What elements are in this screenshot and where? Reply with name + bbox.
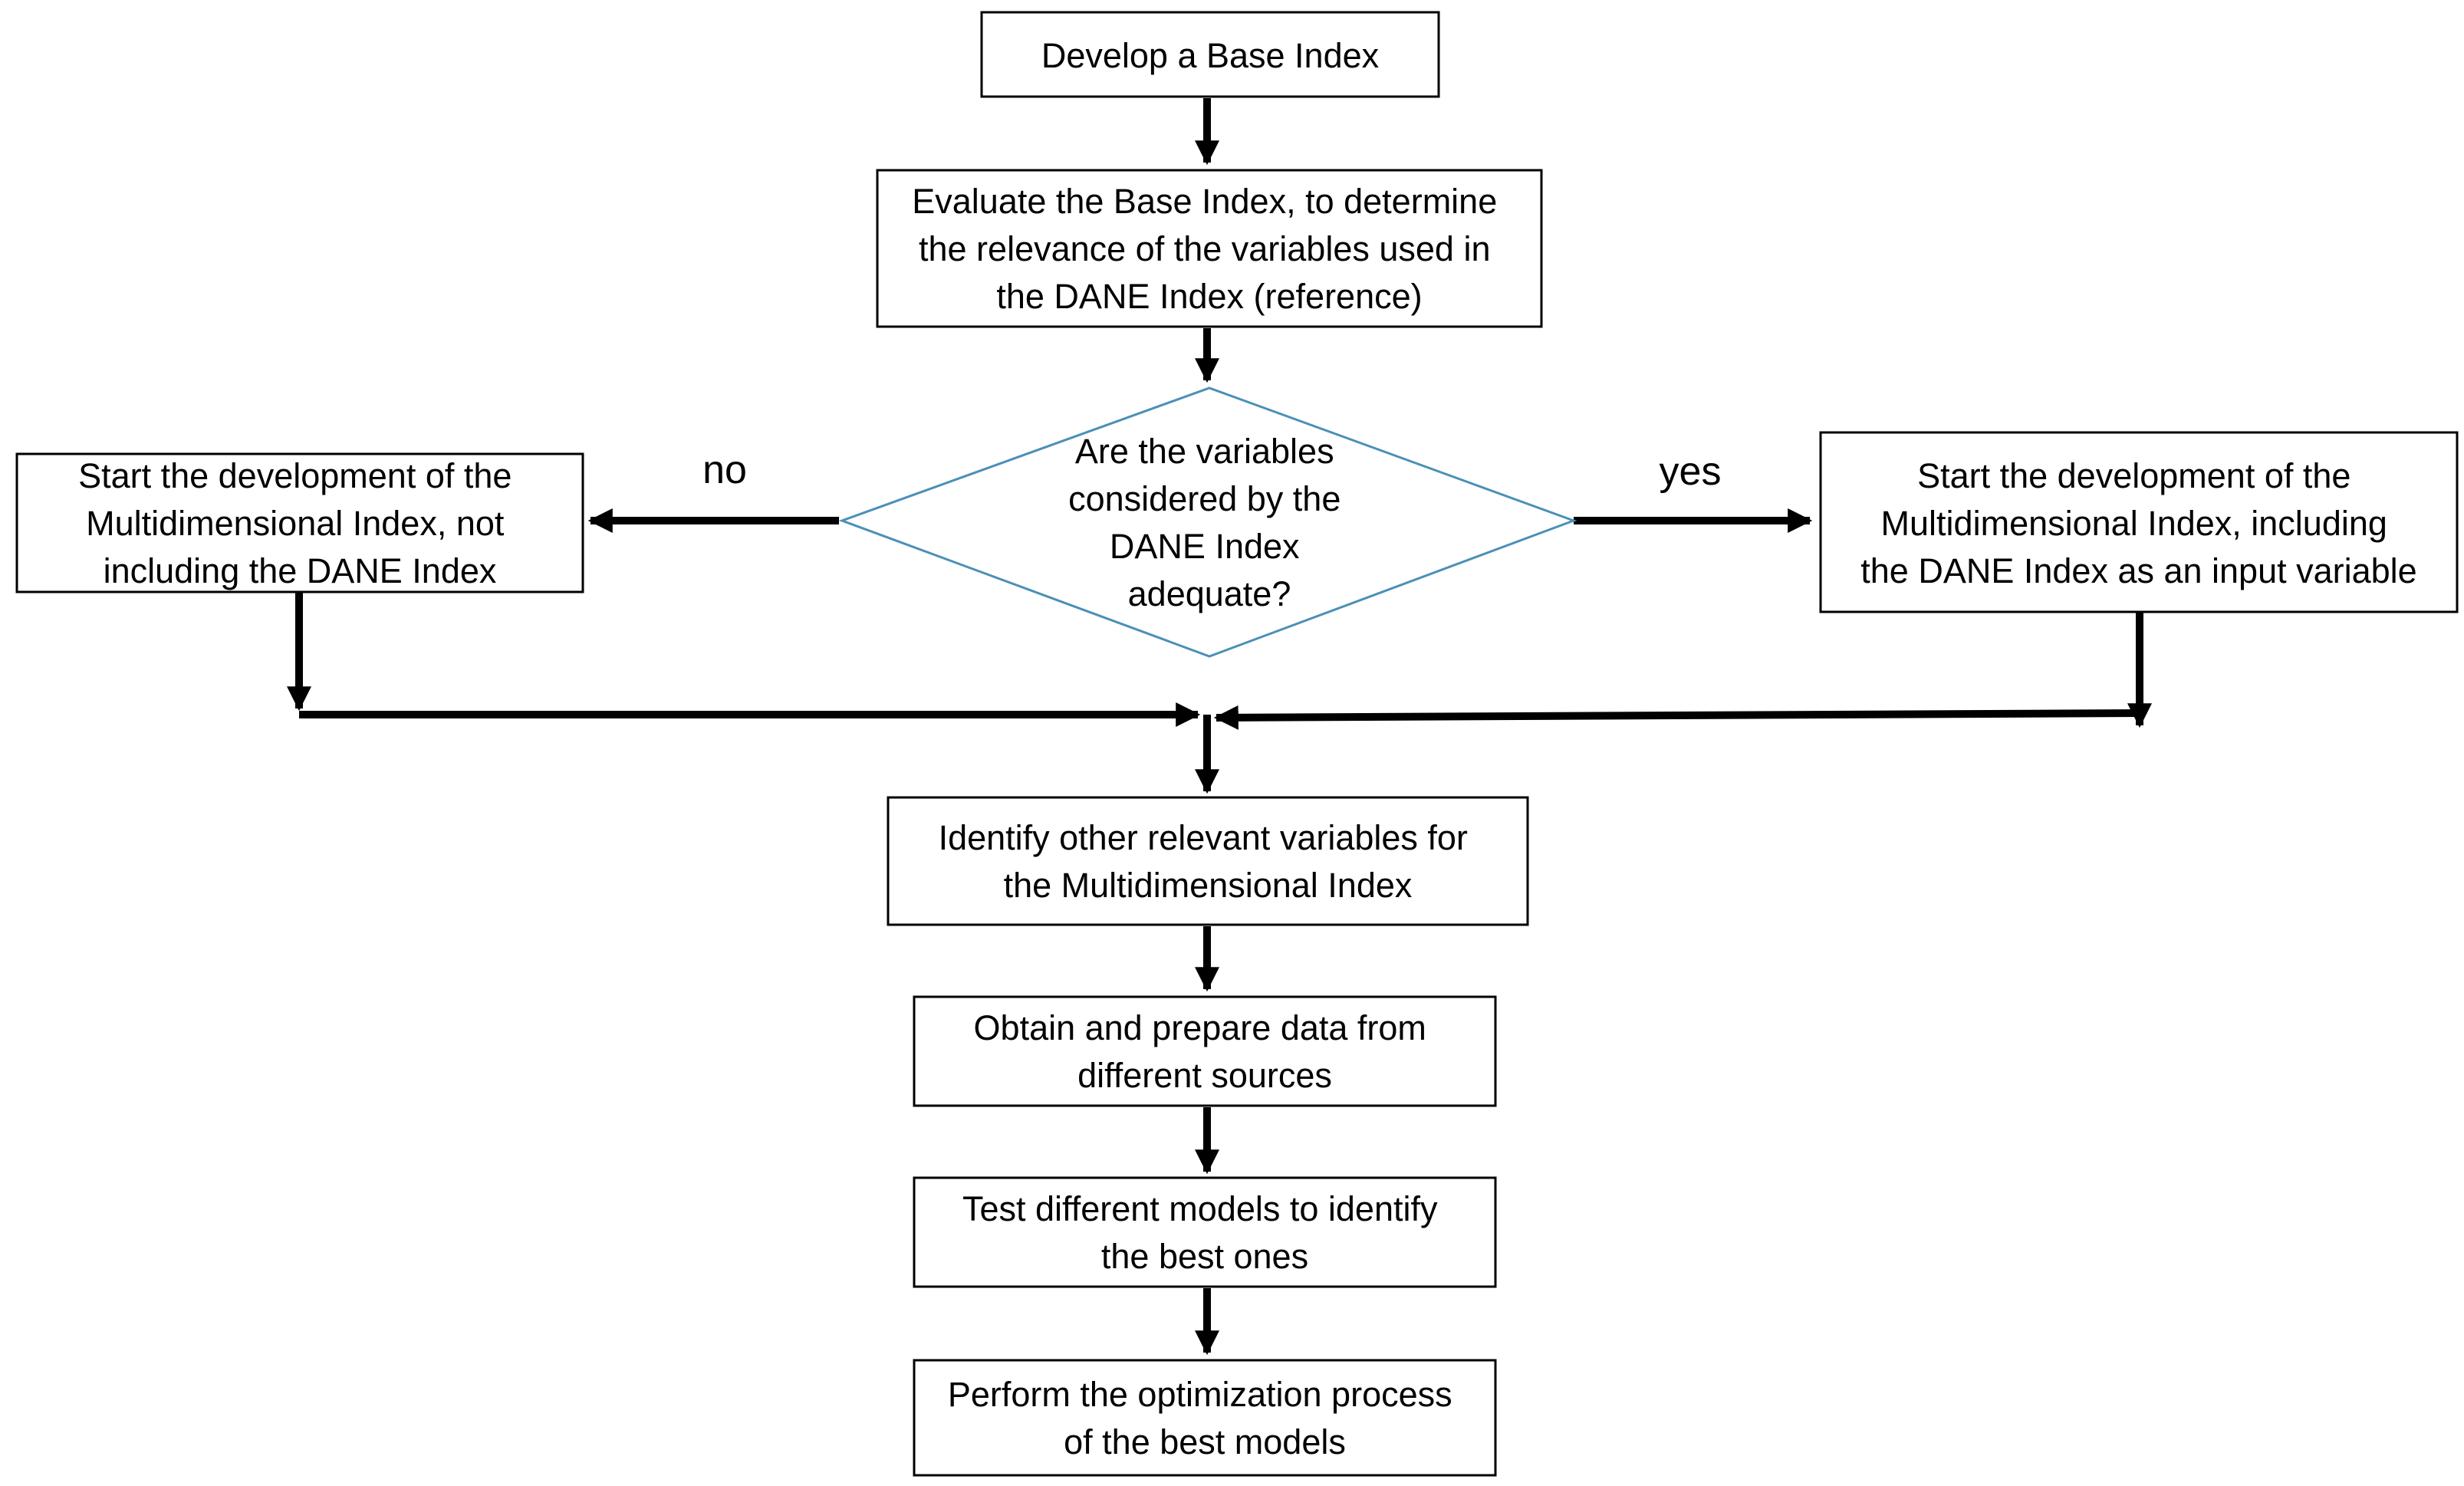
node-develop-base-index-line-1: Develop a Base Index bbox=[1041, 36, 1380, 75]
branch-label-no: no bbox=[702, 448, 747, 492]
node-start-without-dane-line-2: Multidimensional Index, not bbox=[86, 504, 505, 543]
node-test-models-text: Test different models to identify the be… bbox=[962, 1189, 1447, 1276]
node-identify-variables-line-2: the Multidimensional Index bbox=[1004, 866, 1413, 905]
node-start-with-dane-line-1: Start the development of the bbox=[1917, 456, 2351, 495]
node-decision-diamond bbox=[838, 386, 1577, 658]
node-decision: Are the variables considered by the DANE… bbox=[838, 386, 1577, 658]
node-identify-variables-line-1: Identify other relevant variables for bbox=[939, 818, 1468, 857]
node-develop-base-index-box bbox=[980, 11, 1440, 98]
node-obtain-data-line-1: Obtain and prepare data from bbox=[974, 1008, 1426, 1047]
node-evaluate-base-index-line-1: Evaluate the Base Index, to determine bbox=[912, 182, 1497, 221]
node-obtain-data-line-2: different sources bbox=[1077, 1056, 1332, 1095]
connectors bbox=[286, 98, 2153, 1356]
node-obtain-data: Obtain and prepare data from different s… bbox=[913, 995, 1497, 1107]
node-decision-line-2: considered by the bbox=[1068, 479, 1341, 518]
node-start-with-dane-box bbox=[1819, 431, 2459, 613]
node-start-without-dane-line-1: Start the development of the bbox=[78, 456, 512, 495]
node-develop-base-index: Develop a Base Index bbox=[980, 11, 1440, 98]
node-obtain-data-box bbox=[913, 995, 1497, 1107]
node-evaluate-base-index-line-2: the relevance of the variables used in bbox=[919, 229, 1490, 268]
arrow-right-merge bbox=[1213, 705, 2140, 730]
node-test-models-box bbox=[913, 1176, 1497, 1288]
node-obtain-data-text: Obtain and prepare data from different s… bbox=[974, 1008, 1436, 1095]
node-optimize: Perform the optimization process of the … bbox=[913, 1359, 1497, 1477]
branch-label-yes: yes bbox=[1660, 449, 1722, 494]
node-decision-line-4: adequate? bbox=[1128, 574, 1291, 613]
node-start-without-dane-line-3: including the DANE Index bbox=[104, 551, 497, 590]
node-start-with-dane-line-3: the DANE Index as an input variable bbox=[1860, 551, 2416, 590]
node-start-without-dane-text: Start the development of the Multidimens… bbox=[78, 456, 521, 590]
node-optimize-line-2: of the best models bbox=[1064, 1422, 1346, 1461]
node-test-models-line-2: the best ones bbox=[1101, 1237, 1308, 1276]
node-identify-variables: Identify other relevant variables for th… bbox=[887, 796, 1529, 926]
node-start-without-dane-box bbox=[15, 452, 584, 593]
node-optimize-line-1: Perform the optimization process bbox=[948, 1375, 1452, 1414]
node-test-models-line-1: Test different models to identify bbox=[962, 1189, 1438, 1228]
node-start-with-dane-line-2: Multidimensional Index, including bbox=[1881, 504, 2387, 543]
node-develop-base-index-text: Develop a Base Index bbox=[1041, 36, 1380, 75]
node-start-with-dane-text: Start the development of the Multidimens… bbox=[1860, 456, 2416, 590]
node-identify-variables-box bbox=[887, 796, 1529, 926]
node-decision-text: Are the variables considered by the DANE… bbox=[1068, 432, 1350, 613]
node-identify-variables-text: Identify other relevant variables for th… bbox=[939, 818, 1478, 905]
node-decision-line-3: DANE Index bbox=[1110, 527, 1300, 566]
node-evaluate-base-index: Evaluate the Base Index, to determine th… bbox=[876, 169, 1543, 328]
node-test-models: Test different models to identify the be… bbox=[913, 1176, 1497, 1288]
node-decision-line-1: Are the variables bbox=[1075, 432, 1334, 471]
node-start-without-dane: Start the development of the Multidimens… bbox=[15, 452, 584, 593]
node-optimize-text: Perform the optimization process of the … bbox=[948, 1375, 1462, 1461]
node-optimize-box bbox=[913, 1359, 1497, 1477]
node-evaluate-base-index-box bbox=[876, 169, 1543, 328]
node-start-with-dane: Start the development of the Multidimens… bbox=[1819, 431, 2459, 613]
node-evaluate-base-index-text: Evaluate the Base Index, to determine th… bbox=[912, 182, 1507, 316]
node-evaluate-base-index-line-3: the DANE Index (reference) bbox=[996, 277, 1422, 316]
